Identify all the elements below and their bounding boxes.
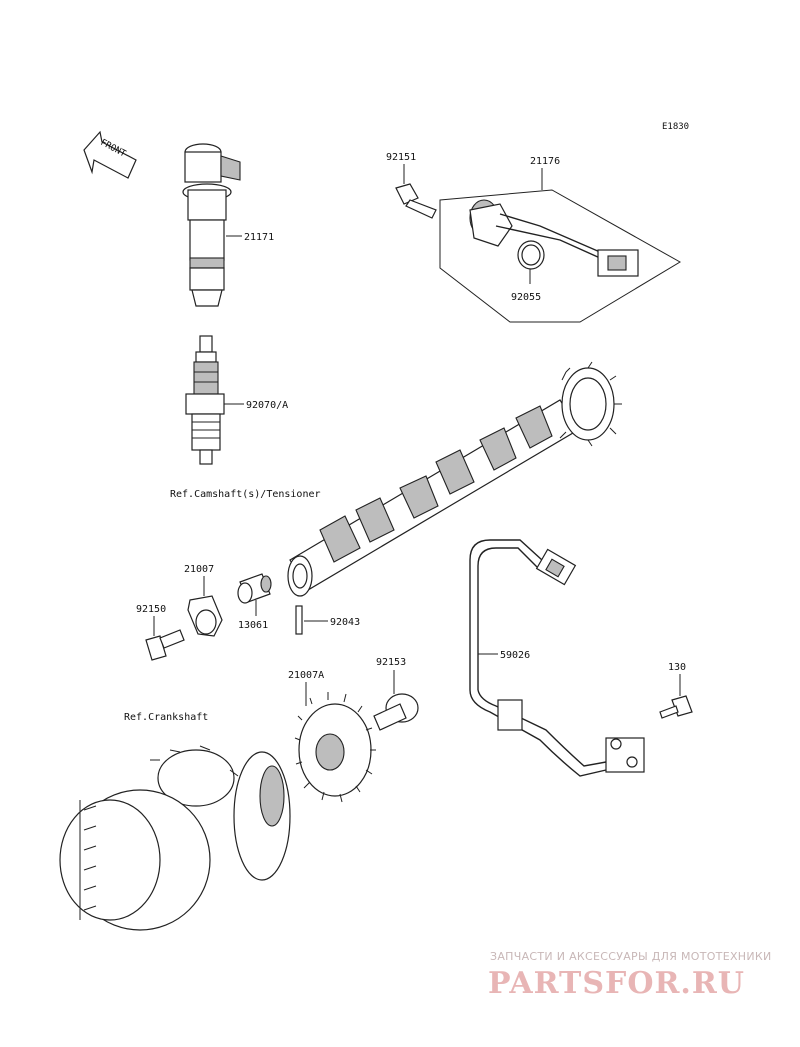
label-92151: 92151 xyxy=(386,152,416,163)
label-92153: 92153 xyxy=(376,657,406,668)
front-arrow-icon: FRONT xyxy=(83,130,137,179)
timing-gear-21007A xyxy=(294,692,376,803)
label-21171: 21171 xyxy=(244,232,274,243)
label-92150: 92150 xyxy=(136,604,166,615)
crankshaft xyxy=(59,745,291,931)
sensor-harness xyxy=(469,539,645,777)
label-21007A: 21007A xyxy=(288,670,324,681)
bolt-92153 xyxy=(373,693,419,731)
bolt-92151 xyxy=(395,183,437,219)
label-21176: 21176 xyxy=(530,156,560,167)
label-59026: 59026 xyxy=(500,650,530,661)
label-130: 130 xyxy=(668,662,686,673)
spark-plug xyxy=(185,335,225,465)
watermark-tagline: ЗАПЧАСТИ И АКСЕССУАРЫ ДЛЯ МОТОТЕХНИКИ xyxy=(490,950,772,963)
watermark-brand: PARTSFOR.RU xyxy=(488,966,745,1001)
label-21007: 21007 xyxy=(184,564,214,575)
collar-13061 xyxy=(237,573,272,604)
camshaft xyxy=(287,361,622,597)
rotor-21007 xyxy=(187,595,223,637)
diagram-code: E1830 xyxy=(662,122,689,132)
bolt-92150 xyxy=(145,629,185,661)
cam-sensor-assembly xyxy=(439,168,681,323)
pin-92043 xyxy=(295,605,303,635)
ref-camshaft: Ref.Camshaft(s)/Tensioner xyxy=(170,489,321,500)
bolt-130 xyxy=(659,695,693,719)
ignition-coil xyxy=(182,143,241,307)
label-92043: 92043 xyxy=(330,617,360,628)
label-92070A: 92070/A xyxy=(246,400,288,411)
label-13061: 13061 xyxy=(238,620,268,631)
label-92055: 92055 xyxy=(511,292,541,303)
ref-crankshaft: Ref.Crankshaft xyxy=(124,712,208,723)
